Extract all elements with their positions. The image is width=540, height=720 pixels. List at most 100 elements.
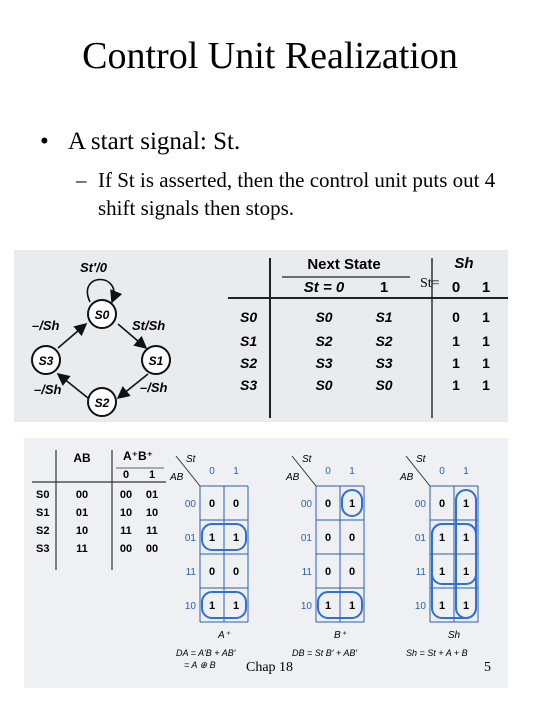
kmap-corner-left: AB xyxy=(399,472,414,483)
kmap-row-header: 01 xyxy=(301,533,313,544)
kmap-corner-line xyxy=(175,455,201,487)
kmap-row-header: 00 xyxy=(185,499,197,510)
kmap-col-header: 1 xyxy=(233,466,239,477)
kmap-cell: 1 xyxy=(439,600,445,612)
kmap-cell: 0 xyxy=(325,566,331,578)
edge-s0-s1 xyxy=(117,323,148,350)
row-ns0: S2 xyxy=(315,333,332,349)
kmap-corner-top: St xyxy=(416,454,427,465)
kmap-equation: DA = A′B + AB′ xyxy=(176,648,236,658)
kmap-function-label: Sh xyxy=(448,630,461,641)
sub-bullet-shift-text: If St is asserted, then the control unit… xyxy=(98,168,496,220)
state-node-label: S2 xyxy=(95,396,110,410)
state-node-label: S3 xyxy=(39,354,54,368)
row-ns1: S2 xyxy=(375,333,392,349)
kmap-svg: AB A⁺B⁺ 0 1 S0 00 00 01 S1 01 10 10 S2 1… xyxy=(32,449,479,670)
kmap-row-header: 11 xyxy=(416,567,427,578)
row-n1: 00 xyxy=(146,543,158,555)
st-overlay-label: St= xyxy=(420,276,440,291)
state-node-label: S1 xyxy=(149,354,164,368)
row-n1: 01 xyxy=(146,489,158,501)
kmap-row-header: 00 xyxy=(415,499,427,510)
kmap-function-label: B⁺ xyxy=(334,630,347,641)
table-row: S3 S0 S0 1 1 xyxy=(240,377,490,393)
kmap-row-header: 11 xyxy=(302,567,313,578)
row-n0: 10 xyxy=(120,507,132,519)
row-sh0: 1 xyxy=(452,377,460,393)
row-ab: 00 xyxy=(76,489,88,501)
self-loop-label: St′/0 xyxy=(80,260,108,275)
kmap-group-loop xyxy=(341,489,363,517)
edge-label-s1-s2: –/Sh xyxy=(140,380,168,395)
table-row: S1 01 10 10 xyxy=(36,507,158,519)
row-state: S0 xyxy=(240,309,257,325)
kmap-cell: 0 xyxy=(349,566,355,578)
row-sh1: 1 xyxy=(482,309,490,325)
row-ns1: S3 xyxy=(375,355,392,371)
row-sh0: 1 xyxy=(452,333,460,349)
kmap-row-header: 01 xyxy=(415,533,427,544)
kmap-row-header: 11 xyxy=(186,567,197,578)
kmap-cell: 1 xyxy=(349,600,355,612)
kmap-cell: 0 xyxy=(233,566,239,578)
kmap-equation: = A ⊕ B xyxy=(184,660,216,670)
header-next-state: Next State xyxy=(307,256,380,273)
state-graph-svg: St′/0 St/Sh –/Sh –/Sh –/Sh S0 S1 S2 xyxy=(31,255,508,418)
kmap-corner-line xyxy=(405,455,431,487)
kmap-cell: 0 xyxy=(349,532,355,544)
kmap-col-header: 1 xyxy=(349,466,355,477)
row-n0: 00 xyxy=(120,543,132,555)
kmap-col-header: 0 xyxy=(325,466,331,477)
state-assignment-table: AB A⁺B⁺ 0 1 S0 00 00 01 S1 01 10 10 S2 1… xyxy=(32,449,166,570)
kmap-row-header: 10 xyxy=(301,601,313,612)
kmap-cell: 0 xyxy=(209,498,215,510)
bullet-start-signal-text: A start signal: St. xyxy=(68,128,241,155)
row-n0: 00 xyxy=(120,489,132,501)
header-1: 1 xyxy=(149,469,155,481)
row-ns0: S3 xyxy=(315,355,332,371)
table-row: S0 00 00 01 xyxy=(36,489,158,501)
row-sh1: 1 xyxy=(482,355,490,371)
edge-label-s0-s1: St/Sh xyxy=(132,318,165,333)
kmap-cell: 1 xyxy=(439,532,445,544)
kmap-cell: 0 xyxy=(233,498,239,510)
table-row: S1 S2 S2 1 1 xyxy=(240,333,490,349)
row-state: S2 xyxy=(240,355,257,371)
slide-title: Control Unit Realization xyxy=(82,35,458,77)
row-sh0: 0 xyxy=(452,309,460,325)
row-sh1: 1 xyxy=(482,377,490,393)
edge-s1-s2 xyxy=(116,373,149,399)
kmap-panel: AB A⁺B⁺ 0 1 S0 00 00 01 S1 01 10 10 S2 1… xyxy=(24,438,508,688)
table-row: S2 S3 S3 1 1 xyxy=(240,355,490,371)
edge-label-s2-s3: –/Sh xyxy=(34,382,62,397)
row-state: S0 xyxy=(36,489,49,501)
kmap-cell: 1 xyxy=(463,532,469,544)
row-state: S3 xyxy=(36,543,49,555)
kmap-row-header: 01 xyxy=(185,533,197,544)
kmap-cell: 0 xyxy=(439,498,445,510)
kmap-equation: Sh = St + A + B xyxy=(406,648,468,658)
kmap-group-loop xyxy=(201,523,247,551)
kmap-cell: 1 xyxy=(233,532,239,544)
row-state: S2 xyxy=(36,525,49,537)
kmap-cell: 1 xyxy=(463,600,469,612)
next-state-table: Next State Sh St = 0 1 0 1 S0 S0 S1 0 1 … xyxy=(228,255,508,418)
kmap-cell: 1 xyxy=(349,498,355,510)
subheader-st1: 1 xyxy=(380,279,388,296)
row-sh0: 1 xyxy=(452,355,460,371)
row-ab: 11 xyxy=(76,543,88,555)
kmap-cell: 1 xyxy=(209,532,215,544)
kmap-cell: 1 xyxy=(233,600,239,612)
row-sh1: 1 xyxy=(482,333,490,349)
kmap-row-header: 10 xyxy=(185,601,197,612)
row-ns1: S1 xyxy=(375,309,392,325)
kmap-cell: 0 xyxy=(325,532,331,544)
kmap-corner-left: AB xyxy=(285,472,300,483)
sh-subheader-1: 1 xyxy=(482,279,490,296)
row-state: S1 xyxy=(240,333,257,349)
row-state: S1 xyxy=(36,507,49,519)
kmap-cell: 1 xyxy=(439,566,445,578)
row-ns1: S0 xyxy=(375,377,392,393)
